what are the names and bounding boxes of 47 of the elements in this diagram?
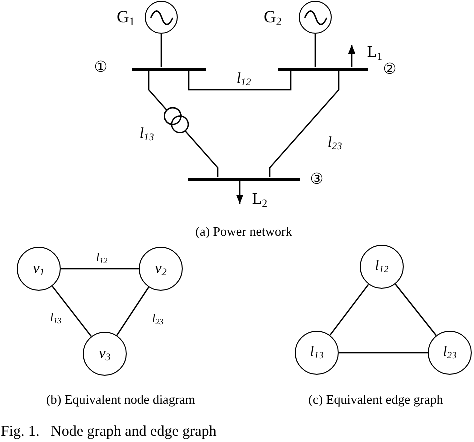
subfigure-caption: (c) Equivalent edge graph: [308, 392, 444, 408]
generator-label: G$_{1}$: [116, 8, 136, 28]
graph-node: [295, 331, 339, 375]
load-arrow: [236, 180, 244, 204]
connection-line: [160, 34, 162, 68]
graph-node: [360, 245, 404, 289]
transmission-line: [148, 70, 219, 178]
transmission-line: [269, 70, 340, 178]
node-label: v$_{3}$: [99, 346, 111, 362]
generator-symbol: [145, 1, 178, 34]
graph-edge: [116, 287, 150, 336]
node-label: v$_{2}$: [155, 260, 167, 278]
subfigure-caption: (b) Equivalent node diagram: [46, 392, 196, 408]
graph-edge: [330, 284, 370, 336]
graph-edge: [61, 268, 139, 270]
bus-number: ①: [94, 58, 108, 76]
bus-number: ③: [310, 170, 324, 188]
node-label: v$_{1}$: [33, 260, 45, 278]
transmission-line: [188, 70, 292, 91]
bus-bar: [132, 68, 206, 70]
bus-bar: [188, 178, 300, 180]
load-arrow: [348, 45, 356, 68]
graph-edge: [52, 286, 92, 337]
graph-node: [17, 247, 61, 291]
edge-label: l$_{12}$: [236, 70, 252, 88]
edge-label: l$_{12}$: [96, 251, 108, 265]
graph-node: [83, 332, 127, 376]
figure-caption: Fig. 1. Node graph and edge graph: [1, 424, 217, 440]
graph-node: [139, 247, 183, 291]
connection-line: [314, 34, 316, 68]
edge-label: l$_{13}$: [50, 311, 62, 325]
graph-edge: [339, 352, 428, 354]
node-label: l$_{13}$: [310, 345, 324, 361]
edge-label: l$_{23}$: [152, 312, 164, 326]
generator-label: G$_{2}$: [264, 8, 282, 28]
load-label: L$_{1}$: [367, 44, 383, 62]
node-label: l$_{12}$: [375, 259, 389, 275]
generator-symbol: [299, 1, 332, 34]
bus-bar: [278, 68, 368, 70]
load-label: L$_{2}$: [252, 191, 268, 209]
bus-number: ②: [383, 60, 397, 78]
graph-edge: [395, 284, 437, 336]
node-label: l$_{23}$: [443, 345, 457, 361]
edge-label: l$_{23}$: [328, 134, 342, 152]
edge-label: l$_{13}$: [140, 126, 154, 142]
graph-node: [428, 331, 472, 375]
subfigure-caption: (a) Power network: [196, 224, 292, 240]
